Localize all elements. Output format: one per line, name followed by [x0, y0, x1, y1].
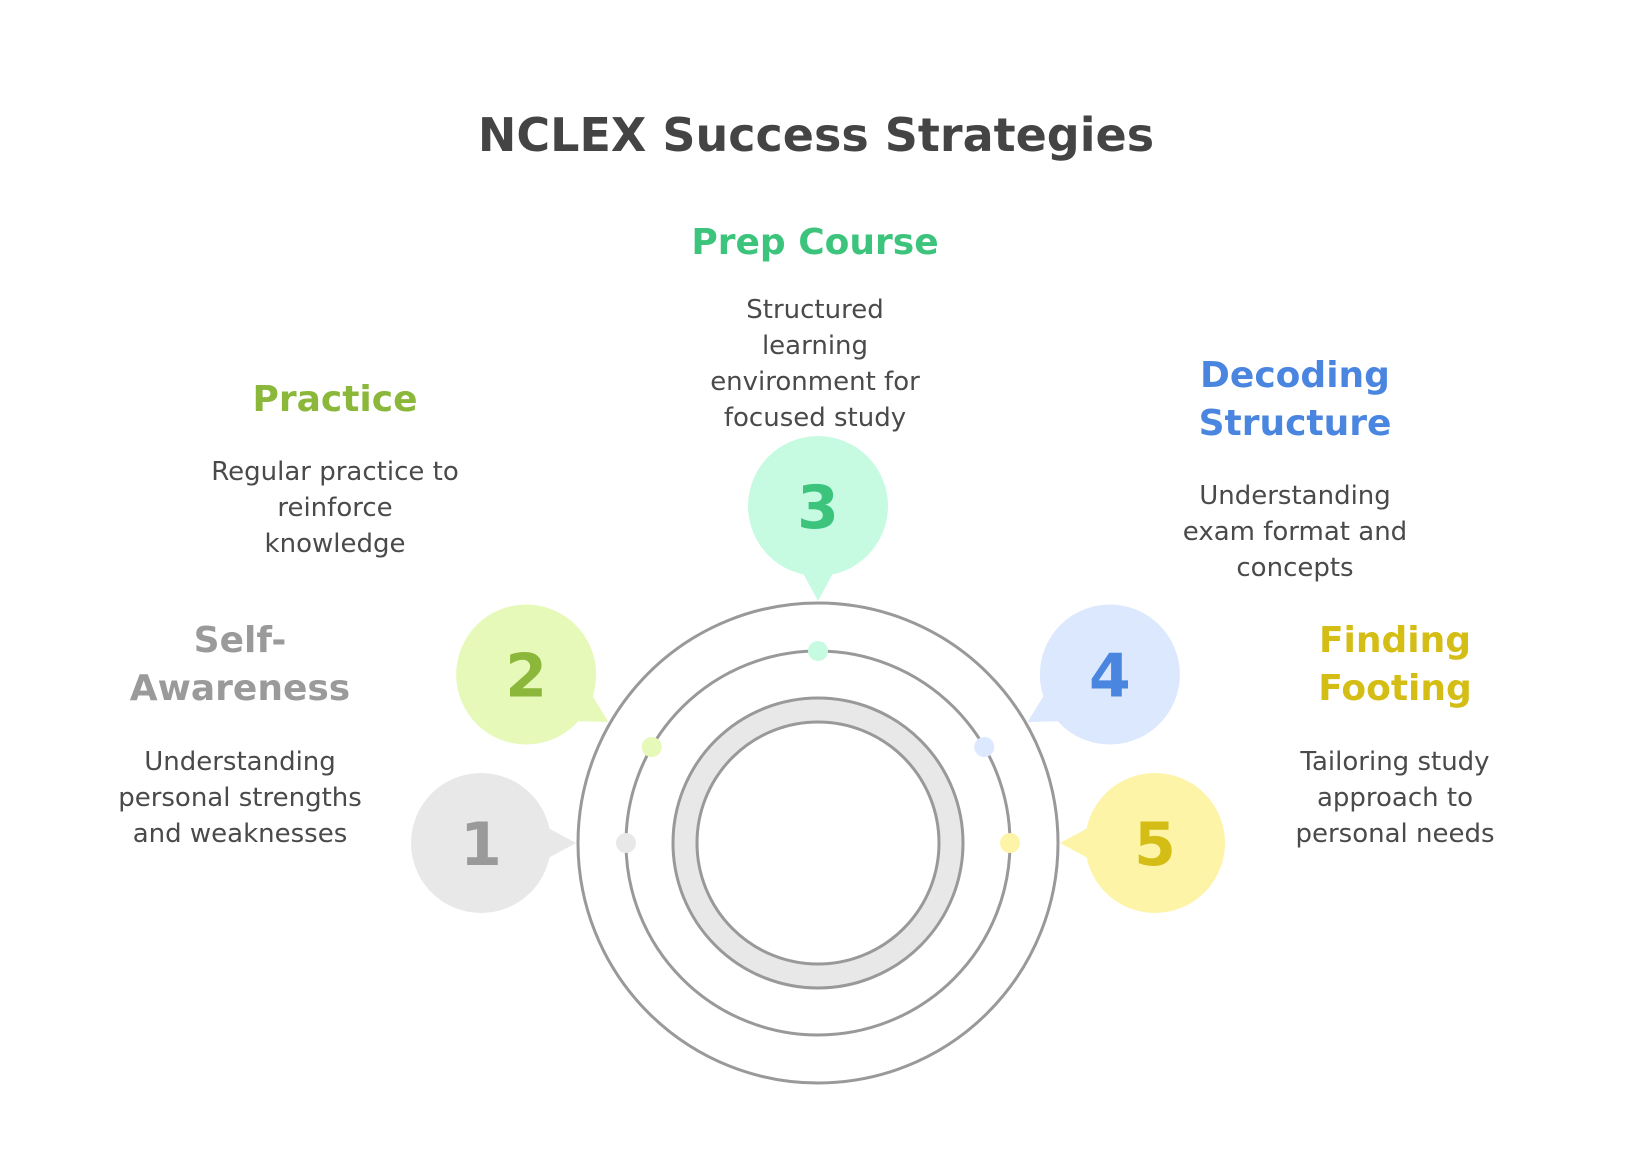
- step-2-ring-dot: [641, 737, 662, 757]
- step-1-description: Understanding personal strengths and wea…: [118, 747, 362, 849]
- step-3-title: Prep Course: [691, 222, 939, 263]
- step-4-ring-dot: [974, 737, 995, 757]
- step-3-number: 3: [797, 473, 839, 543]
- step-3-ring-dot: [808, 641, 828, 661]
- step-2-number: 2: [505, 642, 547, 712]
- outer-ring: [576, 601, 1060, 1085]
- step-2-description: Regular practice to reinforce knowledge: [211, 457, 459, 559]
- step-4-bubble: [1039, 604, 1180, 745]
- inner-band: [673, 698, 963, 988]
- inner-band-outer-edge: [671, 696, 965, 990]
- step-1-bubble: [411, 773, 551, 913]
- inner-band-inner-edge: [695, 720, 941, 966]
- step-5-description: Tailoring study approach to personal nee…: [1295, 747, 1495, 849]
- step-5-ring-dot: [1000, 833, 1020, 853]
- step-1-number: 1: [460, 810, 502, 880]
- step-2-title: Practice: [252, 379, 418, 420]
- step-1-ring-dot: [616, 833, 636, 853]
- step-1-title: Self- Awareness: [129, 620, 351, 709]
- step-4-description: Understanding exam format and concepts: [1182, 481, 1408, 583]
- step-4-title: Decoding Structure: [1198, 355, 1392, 444]
- step-3-bubble: [748, 436, 888, 576]
- step-3-description: Structured learning environment for focu…: [710, 295, 920, 433]
- diagram-title: NCLEX Success Strategies: [477, 108, 1155, 162]
- step-5-title: Finding Footing: [1318, 620, 1472, 709]
- step-2-bubble: [456, 604, 597, 745]
- step-5-bubble: [1085, 773, 1225, 913]
- step-5-number: 5: [1134, 810, 1176, 880]
- step-4-number: 4: [1089, 642, 1131, 712]
